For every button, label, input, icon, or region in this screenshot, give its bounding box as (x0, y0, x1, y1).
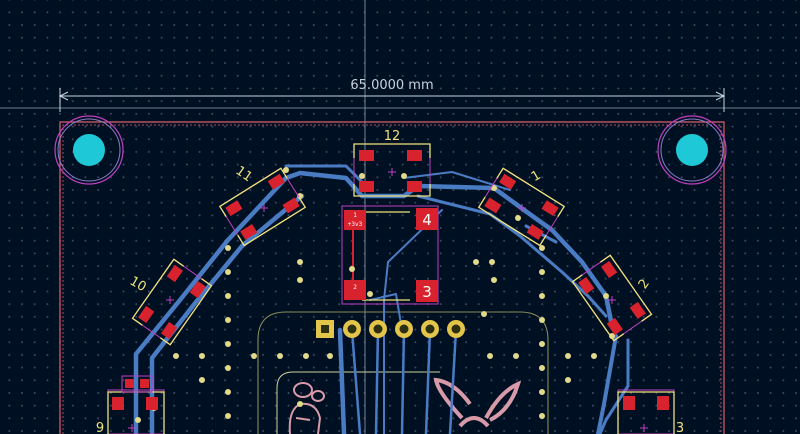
component-led-3[interactable]: 3 (617, 389, 684, 434)
refdes-11: 11 (233, 164, 255, 186)
board-outline[interactable] (59, 121, 725, 434)
dimension-label: 65.0000 mm (350, 78, 433, 93)
refdes-3: 3 (676, 421, 684, 434)
raspberry-logo (433, 377, 522, 428)
component-led-1[interactable] (477, 167, 566, 247)
inner-outline (276, 371, 440, 434)
header-pins[interactable] (316, 320, 465, 338)
component-led-11[interactable] (218, 167, 307, 247)
mounting-hole-right[interactable] (657, 115, 727, 185)
anchor-crosses (128, 168, 648, 432)
component-led-2[interactable] (571, 254, 653, 342)
component-led-10[interactable] (131, 258, 213, 346)
pad-2-label: 2 (353, 284, 357, 291)
refdes-12: 12 (384, 129, 401, 144)
frog-logo (288, 382, 325, 434)
component-led-12[interactable]: 12 (353, 129, 431, 197)
pad-3-label: 3 (422, 283, 432, 301)
component-led-9[interactable]: 9 (96, 375, 165, 434)
mounting-hole-left[interactable] (54, 115, 124, 185)
vias[interactable] (135, 167, 615, 423)
pad-2[interactable] (344, 280, 366, 300)
pad-3[interactable] (416, 280, 438, 302)
pad-4-label: 4 (422, 211, 432, 229)
refdes-1: 1 (529, 168, 544, 185)
refdes-10: 10 (127, 274, 149, 295)
pad-1[interactable] (344, 210, 366, 230)
refdes-9: 9 (96, 421, 104, 434)
pad-1-net: +3v3 (348, 221, 363, 228)
dimension-measure[interactable]: 65.0000 mm (58, 78, 726, 112)
pad-4[interactable] (416, 208, 438, 230)
refdes-2: 2 (636, 277, 653, 292)
pad-1-label: 1 (353, 212, 357, 219)
center-sensor-footprint[interactable]: 1 +3v3 4 2 3 (341, 205, 439, 305)
connector-outline (257, 311, 549, 434)
